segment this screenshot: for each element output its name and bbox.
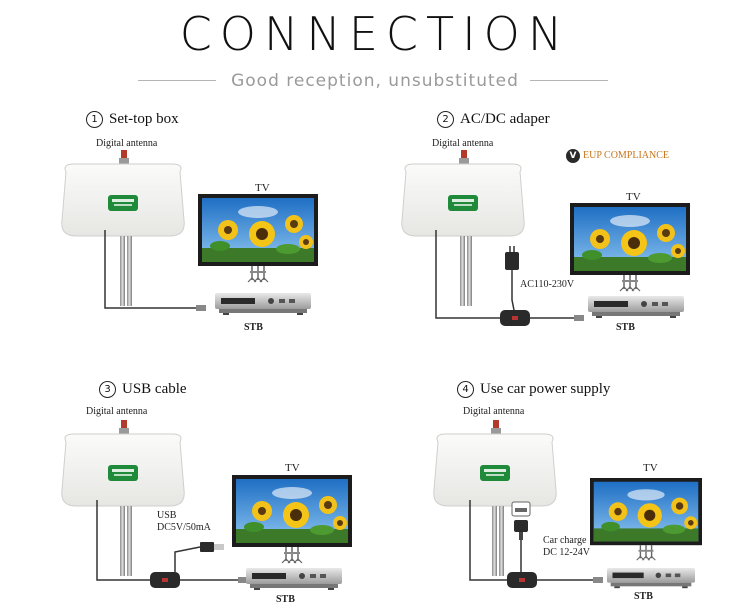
panel-3-usb-label: USB (157, 510, 177, 521)
panel-4-power-inserter-icon (507, 572, 537, 588)
panel-1-tv-icon (197, 193, 319, 283)
panel-4-car-label: Car charge (543, 535, 587, 546)
panel-1-tv-label: TV (255, 182, 270, 194)
car-charger-plug-icon (514, 520, 528, 532)
divider-left (138, 80, 216, 81)
panel-1-stb-icon (215, 293, 311, 315)
panel-4-cable (469, 500, 507, 581)
panel-1-stb-label: STB (244, 322, 263, 333)
panel-3-tv-icon (231, 474, 353, 564)
panel-2-cable (435, 230, 500, 319)
panel-1-antenna-icon (61, 149, 185, 307)
panel-3-stb-label: STB (276, 594, 295, 605)
panel-4-stb-label: STB (634, 591, 653, 602)
divider-right (530, 80, 608, 81)
panel-3-tv-label: TV (285, 462, 300, 474)
panel-3-usb-spec-label: DC5V/50mA (157, 522, 211, 533)
panel-2-tv-icon (569, 202, 691, 292)
usb-plug-icon (200, 542, 214, 552)
panel-3-antenna-icon (61, 419, 185, 577)
panel-2-adapter-label: AC110-230V (520, 279, 575, 290)
panel-4-antenna-icon (433, 419, 557, 577)
panel-4-antenna-label: Digital antenna (463, 406, 525, 417)
panel-2-tv-label: TV (626, 191, 641, 203)
panel-1-cable (104, 230, 198, 309)
panel-2-stb-label: STB (616, 322, 635, 333)
check-v-icon: V (566, 149, 580, 163)
panel-4-car-spec-label: DC 12-24V (543, 547, 590, 558)
panel-1-antenna-label: Digital antenna (96, 138, 158, 149)
panel-2-antenna-label: Digital antenna (432, 138, 494, 149)
panel-2-power-inserter-icon (500, 310, 530, 326)
panel-2-antenna-icon (401, 149, 525, 307)
panel-3-power-inserter-icon (150, 572, 180, 588)
panel-3-antenna-label: Digital antenna (86, 406, 148, 417)
ac-adapter-icon (505, 252, 519, 270)
panel-1-illustration (61, 149, 319, 315)
panel-2-illustration (401, 149, 691, 326)
panel-3-stb-icon (246, 568, 342, 590)
panel-2-stb-icon (588, 296, 684, 318)
page-subtitle: Good reception, unsubstituted (231, 71, 519, 91)
panel-3-cable (96, 500, 150, 581)
panel-4-tv-icon (589, 477, 703, 561)
page-title: CONNECTION (179, 7, 571, 61)
panel-4-illustration (433, 419, 703, 589)
panel-4-stb-icon (607, 568, 695, 589)
panel-4-tv-label: TV (643, 462, 658, 474)
panel-3-illustration (61, 419, 353, 590)
